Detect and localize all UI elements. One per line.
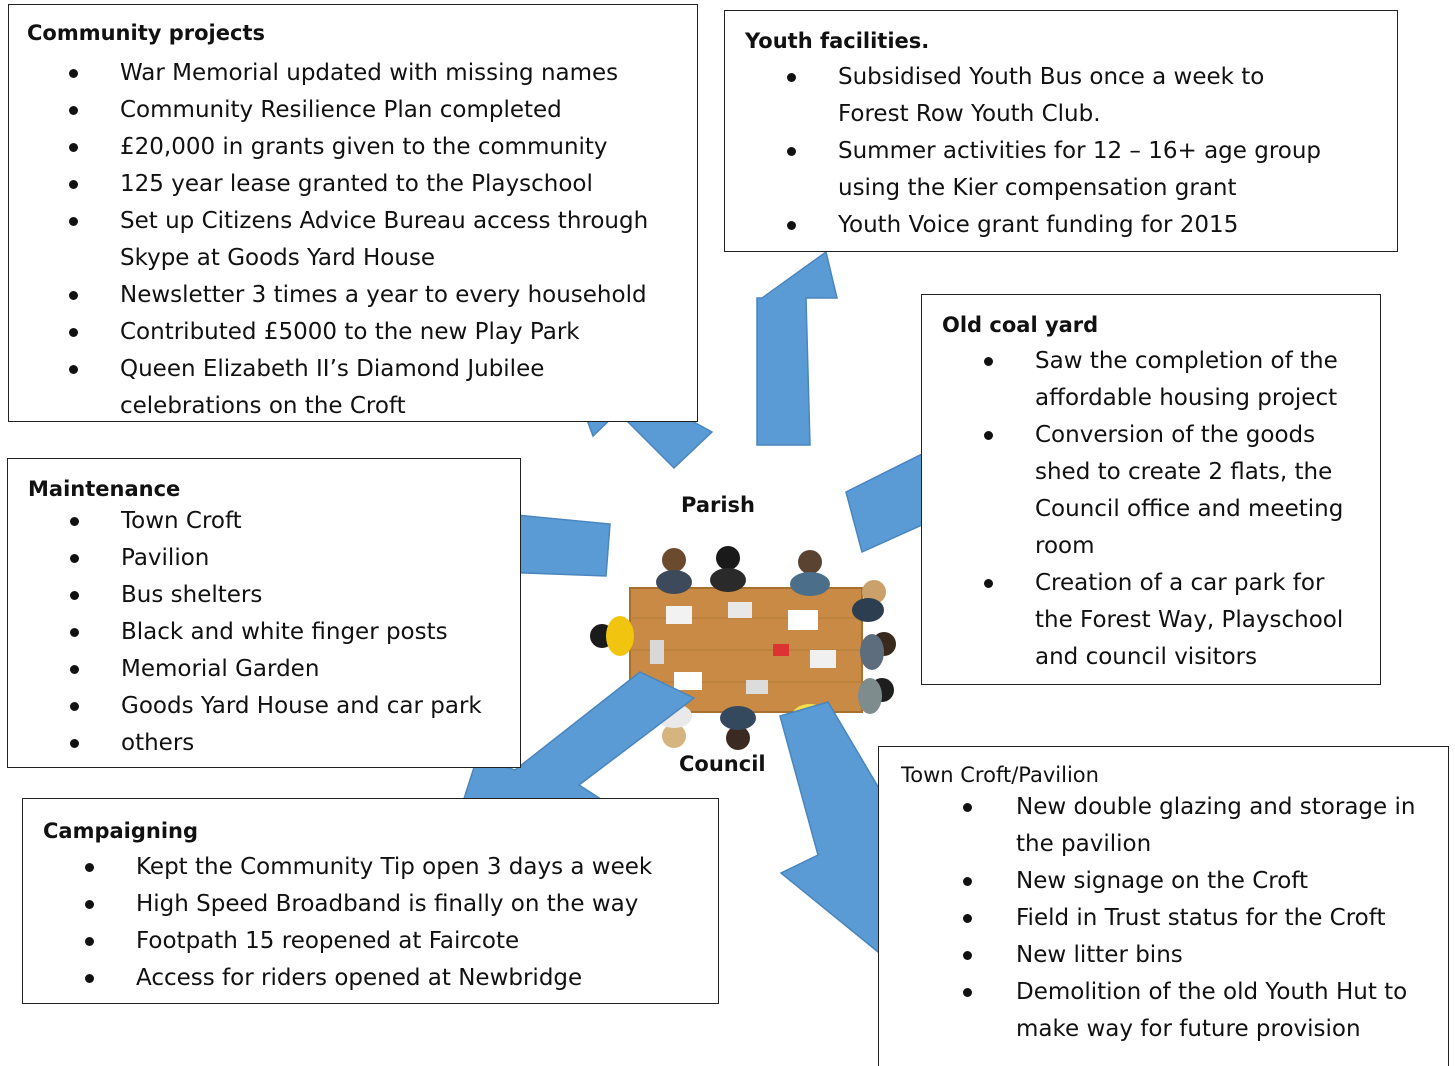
list-item: Town Croft: [28, 503, 520, 540]
list-item: War Memorial updated with missing names: [27, 55, 697, 92]
list-item: Creation of a car park for the Forest Wa…: [942, 565, 1380, 676]
list-item: Footpath 15 reopened at Faircote: [43, 923, 718, 960]
town-croft-box: Town Croft/Pavilion New double glazing a…: [878, 746, 1449, 1066]
campaigning-box: Campaigning Kept the Community Tip open …: [22, 798, 719, 1004]
list-item: Bus shelters: [28, 577, 520, 614]
campaigning-list: Kept the Community Tip open 3 days a wee…: [43, 849, 718, 997]
campaigning-title: Campaigning: [43, 819, 199, 843]
list-item: New litter bins: [901, 937, 1448, 974]
list-item: 125 year lease granted to the Playschool: [27, 166, 697, 203]
list-item: Access for riders opened at Newbridge: [43, 960, 718, 997]
community-projects-title: Community projects: [27, 21, 265, 45]
list-item: Demolition of the old Youth Hut to make …: [901, 974, 1448, 1048]
old-coal-yard-box: Old coal yard Saw the completion of the …: [921, 294, 1381, 685]
town-croft-list: New double glazing and storage in the pa…: [901, 789, 1448, 1048]
community-projects-list: War Memorial updated with missing names …: [27, 55, 697, 425]
list-item: £20,000 in grants given to the community: [27, 129, 697, 166]
list-item: Black and white finger posts: [28, 614, 520, 651]
list-item: Memorial Garden: [28, 651, 520, 688]
list-item: Goods Yard House and car park: [28, 688, 520, 725]
maintenance-list: Town Croft Pavilion Bus shelters Black a…: [28, 503, 520, 762]
list-item: Queen Elizabeth II’s Diamond Jubilee cel…: [27, 351, 697, 425]
list-item: New double glazing and storage in the pa…: [901, 789, 1448, 863]
list-item: others: [28, 725, 520, 762]
maintenance-title: Maintenance: [28, 477, 181, 501]
youth-facilities-title: Youth facilities.: [745, 29, 930, 53]
youth-facilities-box: Youth facilities. Subsidised Youth Bus o…: [724, 10, 1398, 252]
list-item: Youth Voice grant funding for 2015: [745, 207, 1397, 244]
old-coal-yard-title: Old coal yard: [942, 313, 1099, 337]
list-item: Newsletter 3 times a year to every house…: [27, 277, 697, 314]
list-item: Contributed £5000 to the new Play Park: [27, 314, 697, 351]
list-item: Kept the Community Tip open 3 days a wee…: [43, 849, 718, 886]
list-item: Summer activities for 12 – 16+ age group…: [745, 133, 1397, 207]
list-item: Subsidised Youth Bus once a week to Fore…: [745, 59, 1397, 133]
community-projects-box: Community projects War Memorial updated …: [8, 4, 698, 422]
list-item: Saw the completion of the affordable hou…: [942, 343, 1380, 417]
list-item: Set up Citizens Advice Bureau access thr…: [27, 203, 697, 277]
old-coal-yard-list: Saw the completion of the affordable hou…: [942, 343, 1380, 676]
center-label-council: Council: [679, 752, 766, 776]
maintenance-box: Maintenance Town Croft Pavilion Bus shel…: [7, 458, 521, 768]
youth-facilities-list: Subsidised Youth Bus once a week to Fore…: [745, 59, 1397, 244]
town-croft-title: Town Croft/Pavilion: [901, 763, 1099, 787]
center-label-parish: Parish: [681, 493, 756, 517]
list-item: Field in Trust status for the Croft: [901, 900, 1448, 937]
list-item: New signage on the Croft: [901, 863, 1448, 900]
list-item: Pavilion: [28, 540, 520, 577]
list-item: High Speed Broadband is finally on the w…: [43, 886, 718, 923]
list-item: Conversion of the goods shed to create 2…: [942, 417, 1380, 565]
arrow-to-youth-facilities: [756, 250, 838, 446]
list-item: Community Resilience Plan completed: [27, 92, 697, 129]
